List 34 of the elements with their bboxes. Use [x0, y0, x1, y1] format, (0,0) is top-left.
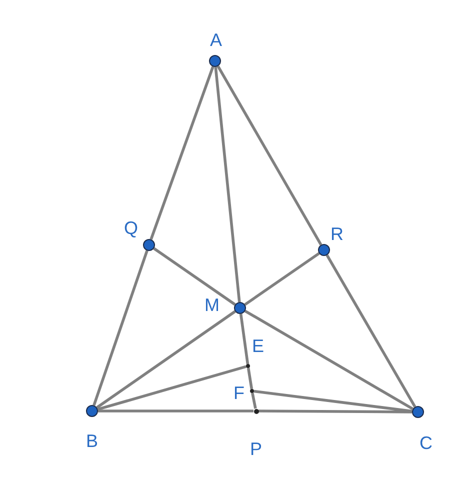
line-segment: [244, 252, 320, 306]
line-segment: [326, 254, 416, 408]
line-segment: [96, 310, 236, 409]
line-segment: [216, 66, 322, 246]
point-label: M: [204, 295, 220, 315]
line-segment: [251, 392, 257, 409]
point-label: B: [86, 431, 98, 451]
line-segment: [254, 390, 412, 413]
line-segment: [97, 365, 246, 411]
point-marker: [86, 405, 98, 417]
line-segment: [239, 314, 250, 364]
line-segment: [244, 310, 414, 410]
point-label: A: [210, 30, 222, 50]
point-marker: [254, 408, 258, 414]
point-label: R: [330, 224, 344, 244]
line-segment: [214, 66, 241, 302]
line-segment: [246, 368, 254, 390]
line-segment: [153, 247, 236, 306]
point-label: C: [420, 433, 432, 453]
point-label: E: [252, 336, 264, 356]
point-marker: [246, 364, 250, 368]
line-segment: [92, 250, 148, 406]
point-label: Q: [124, 218, 138, 238]
point-marker: [209, 55, 221, 67]
line-segment: [150, 66, 214, 240]
point-marker: [412, 406, 424, 418]
point-marker: [234, 302, 246, 314]
point-marker: [143, 239, 155, 251]
point-label: P: [250, 439, 262, 459]
point-label: F: [234, 383, 244, 403]
line-segment: [98, 410, 254, 412]
point-marker: [250, 389, 254, 393]
point-marker: [318, 244, 330, 256]
line-segment: [258, 410, 412, 414]
